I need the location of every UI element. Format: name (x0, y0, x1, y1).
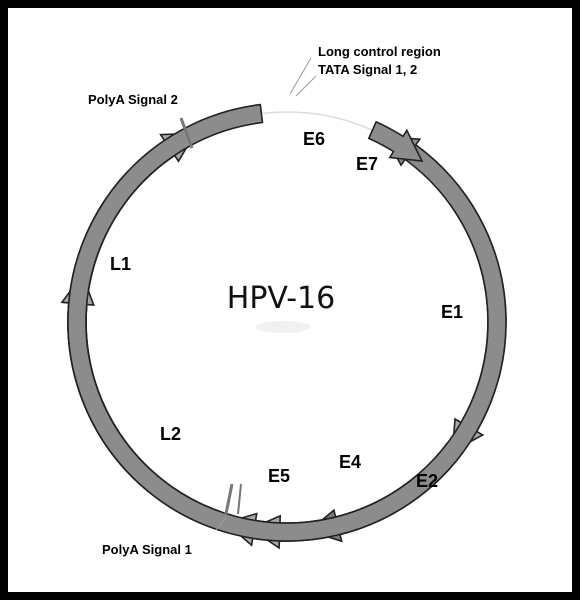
gene-label-e5: E5 (268, 466, 290, 486)
gene-label-l2: L2 (160, 424, 181, 444)
polya-signal-2-label: PolyA Signal 2 (88, 92, 178, 107)
lcr-leader-line (289, 57, 312, 95)
lcr-label: Long control region (318, 44, 441, 59)
polya-signal-2-marker (179, 117, 194, 149)
tata-leader-line (295, 75, 317, 97)
polya-signal-1-label: PolyA Signal 1 (102, 542, 192, 557)
hpv16-genome-map: HPV-16 E6 E7 E1 E2 E4 E5 L2 L1 Long cont… (60, 44, 507, 557)
gene-label-e6: E6 (303, 129, 325, 149)
polya-signal-1-marker (224, 483, 234, 515)
gene-e6-arrow (67, 103, 507, 542)
title-smudge (255, 321, 311, 333)
gene-label-e4: E4 (339, 452, 361, 472)
polya1-leader-line (215, 517, 227, 531)
gene-label-e7: E7 (356, 154, 378, 174)
gene-label-l1: L1 (110, 254, 131, 274)
tata-label: TATA Signal 1, 2 (318, 62, 417, 77)
gene-label-e2: E2 (416, 471, 438, 491)
gene-e7-arrow (367, 120, 424, 163)
gene-label-e1: E1 (441, 302, 463, 322)
genome-title: HPV-16 (227, 281, 335, 316)
polya-signal-1-marker-2 (237, 483, 242, 515)
